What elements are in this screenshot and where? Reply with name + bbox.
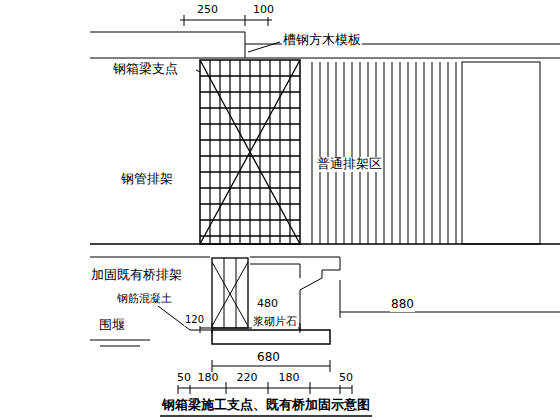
leader (248, 42, 280, 52)
dim-tick (184, 15, 185, 26)
label: 槽钢方木模板 (282, 33, 362, 48)
label: 钢管排架 (120, 172, 174, 187)
label: 180 (278, 372, 301, 385)
dim-tick (245, 15, 246, 26)
label: 50 (338, 372, 354, 385)
reinforce-scaffold (212, 258, 248, 328)
label: 680 (256, 351, 281, 365)
caption-underline (160, 415, 372, 416)
pipe-scaffold (200, 60, 300, 244)
label: 钢筋混凝土 (116, 293, 173, 306)
label: 180 (197, 372, 220, 385)
existing-bridge (250, 257, 340, 330)
dim-line (180, 20, 272, 21)
x-brace (200, 60, 300, 244)
dim-line (340, 312, 560, 313)
water-line (90, 340, 150, 341)
label: 100 (252, 4, 275, 17)
label: 加固既有桥排架 (90, 268, 183, 283)
water-line (100, 346, 140, 347)
label: 880 (390, 298, 415, 312)
label: 120 (184, 314, 205, 326)
ground-line (90, 257, 210, 258)
dim-line (178, 388, 352, 389)
dim-tick (340, 280, 341, 318)
label: 480 (256, 298, 279, 311)
pipe (236, 258, 237, 328)
label: 围堰 (98, 318, 126, 333)
x-brace (212, 262, 248, 326)
x-brace (200, 60, 300, 244)
label: 250 (196, 4, 219, 17)
dim-line (212, 366, 330, 367)
label: 钢箱梁支点 (112, 62, 179, 77)
beam-bottom (90, 58, 560, 59)
dim-tick (268, 15, 269, 26)
ground-line (90, 243, 560, 244)
dim-ticks (178, 323, 352, 394)
normal-scaffold-edge (462, 62, 540, 244)
caption: 钢箱梁施工支点、既有桥加固示意图 (161, 398, 371, 413)
leader (196, 70, 200, 72)
footing (212, 330, 330, 344)
beam-step (245, 44, 246, 58)
label: 220 (236, 372, 259, 385)
label: 50 (176, 372, 192, 385)
x-brace (212, 262, 248, 326)
normal-scaffold (312, 62, 456, 244)
label: 普通排架区 (316, 157, 383, 172)
pipe-grid (200, 60, 300, 244)
pipe (224, 258, 225, 328)
existing-bridge (250, 264, 300, 278)
label: 浆砌片石 (252, 316, 298, 329)
